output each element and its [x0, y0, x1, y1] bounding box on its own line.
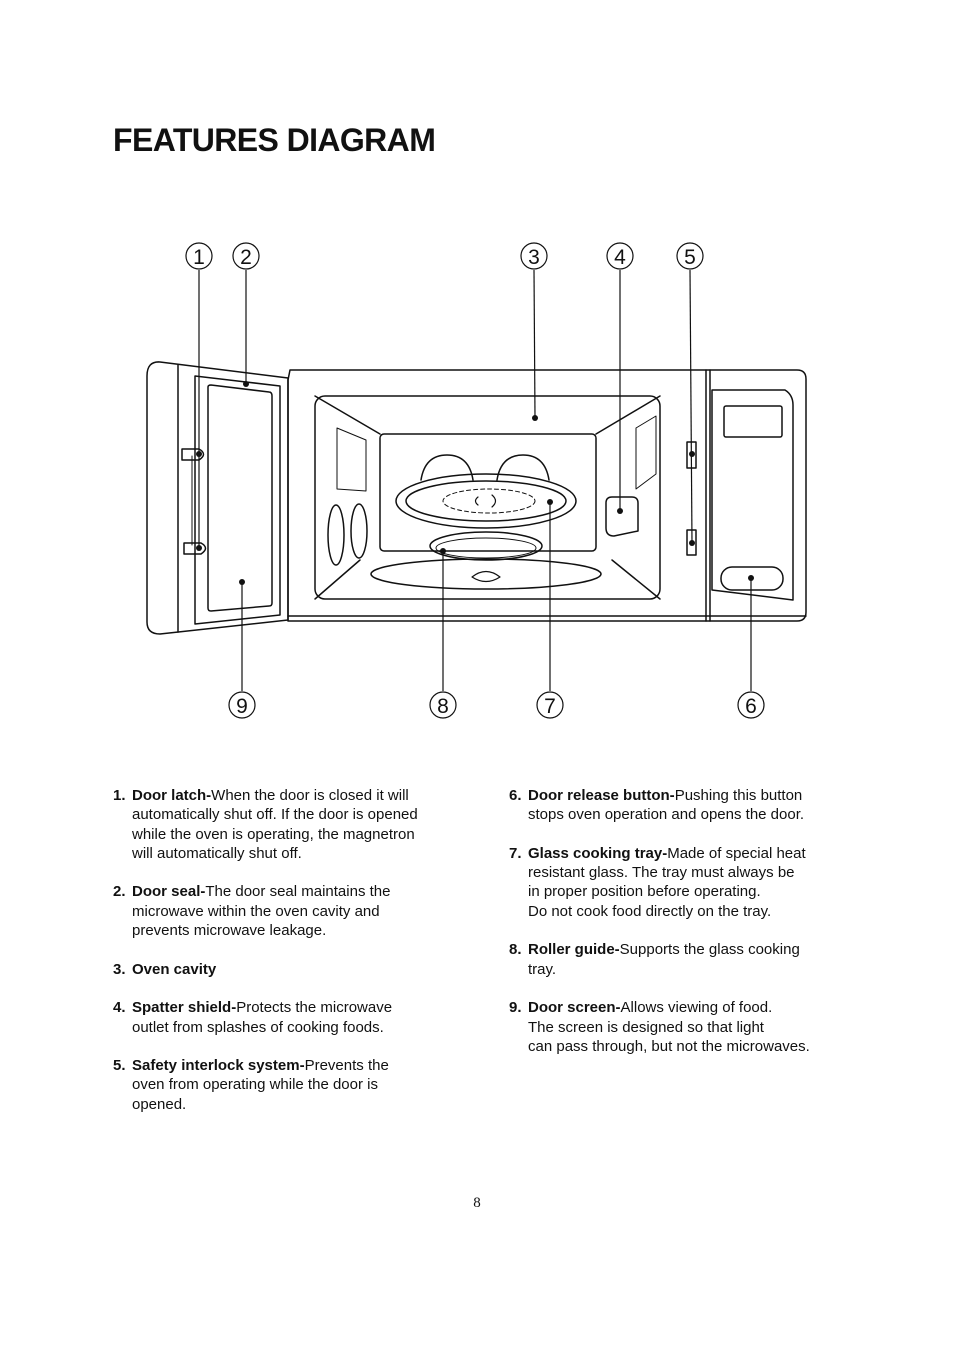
feature-door-seal: 2. Door seal-The door seal maintains the… [113, 882, 458, 940]
feature-text: Made of special heat [667, 844, 806, 862]
feature-number: 2. [113, 883, 126, 901]
feature-text: The screen is designed so that light [528, 1018, 764, 1036]
feature-text: prevents microwave leakage. [132, 922, 327, 940]
oven-body [287, 369, 807, 622]
feature-spatter-shield: 4. Spatter shield-Protects the microwave… [113, 998, 458, 1037]
feature-name: Door screen- [528, 999, 621, 1017]
feature-door-latch: 1. Door latch-When the door is closed it… [113, 786, 458, 863]
feature-name: Spatter shield- [132, 999, 237, 1017]
feature-text: outlet from splashes of cooking foods. [132, 1018, 384, 1036]
callout-6-label: 6 [745, 695, 757, 718]
feature-text: while the oven is operating, the magnetr… [132, 825, 415, 843]
oven-cavity [314, 395, 661, 600]
feature-name: Safety interlock system- [132, 1057, 305, 1075]
callout-2: 2 [232, 242, 260, 270]
feature-name: Glass cooking tray- [528, 844, 668, 862]
callout-4: 4 [606, 242, 634, 270]
callout-3: 3 [520, 242, 548, 270]
feature-text: automatically shut off. If the door is o… [132, 806, 418, 824]
feature-glass-cooking-tray: 7. Glass cooking tray-Made of special he… [509, 844, 854, 921]
door-screen [207, 384, 273, 612]
callout-9: 9 [228, 691, 256, 719]
feature-number: 7. [509, 844, 522, 862]
door-release-button [720, 566, 784, 591]
callout-4-label: 4 [614, 246, 626, 269]
feature-door-release-button: 6. Door release button-Pushing this butt… [509, 786, 854, 825]
feature-text: resistant glass. The tray must always be [528, 864, 795, 882]
feature-number: 9. [509, 999, 522, 1017]
callout-5: 5 [676, 242, 704, 270]
callout-1-label: 1 [193, 246, 205, 269]
feature-text: in proper position before operating. [528, 883, 761, 901]
spatter-shield [605, 496, 639, 537]
callout-7-label: 7 [544, 695, 556, 718]
feature-text: tray. [528, 960, 557, 978]
feature-text: can pass through, but not the microwaves… [528, 1037, 810, 1055]
feature-door-screen: 9. Door screen-Allows viewing of food. T… [509, 998, 854, 1056]
feature-safety-interlock: 5. Safety interlock system-Prevents the … [113, 1056, 458, 1114]
callout-9-label: 9 [236, 695, 248, 718]
callout-8: 8 [429, 691, 457, 719]
feature-name: Roller guide- [528, 941, 620, 959]
feature-name: Door seal- [132, 883, 206, 901]
feature-text: Supports the glass cooking [619, 941, 800, 959]
callout-2-label: 2 [240, 246, 252, 269]
door-seal [194, 375, 281, 625]
feature-number: 5. [113, 1057, 126, 1075]
feature-text: When the door is closed it will [211, 787, 409, 804]
callout-1: 1 [185, 242, 213, 270]
feature-text: Do not cook food directly on the tray. [528, 902, 772, 920]
control-display [723, 405, 783, 438]
callout-5-label: 5 [684, 246, 696, 269]
feature-text: Allows viewing of food. [620, 999, 773, 1017]
feature-text: stops oven operation and opens the door. [528, 806, 805, 824]
features-list-right: 6. Door release button-Pushing this butt… [509, 786, 854, 1075]
feature-text: Pushing this button [674, 787, 803, 804]
feature-number: 3. [113, 960, 126, 978]
page-number: 8 [473, 1195, 481, 1211]
callout-7: 7 [536, 691, 564, 719]
feature-number: 1. [113, 787, 126, 804]
microwave-features-diagram: 1 2 3 4 5 6 7 8 9 [146, 242, 807, 719]
feature-text: Protects the microwave [236, 999, 393, 1017]
page-title: FEATURES DIAGRAM [113, 122, 436, 158]
feature-text: will automatically shut off. [132, 844, 302, 862]
feature-text: Prevents the [304, 1057, 389, 1075]
feature-name: Door release button- [528, 787, 675, 804]
feature-number: 8. [509, 941, 522, 959]
feature-text: The door seal maintains the [205, 883, 391, 901]
feature-number: 4. [113, 999, 126, 1017]
feature-text: oven from operating while the door is [132, 1076, 378, 1094]
feature-number: 6. [509, 787, 522, 804]
feature-text: microwave within the oven cavity and [132, 902, 380, 920]
features-list-left: 1. Door latch-When the door is closed it… [113, 786, 458, 1133]
feature-oven-cavity: 3. Oven cavity [113, 960, 458, 979]
callout-6: 6 [737, 691, 765, 719]
oven-door [146, 361, 289, 635]
roller-guide [429, 531, 543, 561]
callout-3-label: 3 [528, 246, 540, 269]
control-panel [711, 389, 794, 601]
glass-tray [395, 473, 577, 529]
feature-name: Door latch- [132, 787, 212, 804]
feature-text: opened. [132, 1095, 187, 1113]
feature-roller-guide: 8. Roller guide-Supports the glass cooki… [509, 940, 854, 979]
callout-8-label: 8 [437, 695, 449, 718]
feature-name: Oven cavity [132, 960, 217, 978]
